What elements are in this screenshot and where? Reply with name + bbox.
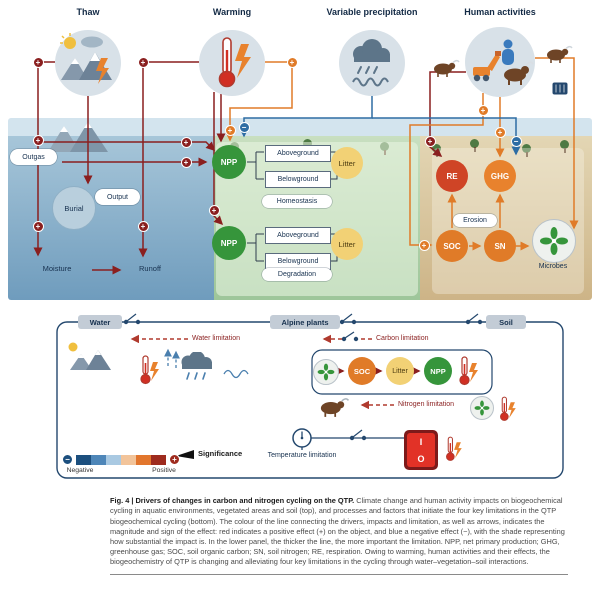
legend-swatch (106, 455, 121, 465)
effect-badge-positive: + (477, 104, 489, 116)
sn-node: SN (484, 230, 516, 262)
driver-label-human-activities: Human activities (464, 7, 536, 17)
driver-label-thaw: Thaw (76, 7, 100, 17)
effect-badge-positive: + (286, 56, 298, 68)
moisture-flux-arrows (164, 348, 249, 379)
thermometer-icon (138, 354, 164, 386)
power-switch-on-label: I (419, 436, 423, 447)
effect-badge-positive: + (32, 134, 44, 146)
effect-badge-positive: + (32, 56, 44, 68)
effect-badge-positive: + (418, 239, 430, 251)
litter-node: Litter (331, 147, 363, 179)
power-switch: I O (404, 430, 438, 470)
legend-swatch (76, 455, 91, 465)
output-node: Output (95, 189, 140, 205)
power-switch-off-label: O (417, 453, 425, 464)
legend-swatch (121, 455, 136, 465)
lower-panel-header-alpine-plants: Alpine plants (270, 315, 340, 329)
legend-positive-badge: + (169, 454, 180, 465)
microbes-icon (313, 359, 339, 385)
effect-badge-positive: + (32, 220, 44, 232)
carbon-limitation-label: Carbon limitation (376, 335, 429, 342)
circuit-switch-icons (123, 313, 483, 441)
effect-badge-negative: − (238, 121, 250, 133)
effect-badge-negative: − (510, 135, 522, 147)
erosion-label: Erosion (453, 214, 497, 227)
effect-badge-positive: + (180, 136, 192, 148)
mountains-icon (48, 122, 108, 152)
temperature-limitation-label: Temperature limitation (267, 452, 337, 459)
variable-precipitation-icon (339, 30, 405, 96)
yak-icon (316, 396, 350, 418)
tree-icon (470, 139, 480, 153)
mountain-sun-icon (66, 340, 114, 374)
npp-node: NPP (212, 226, 246, 260)
effect-badge-positive: + (224, 124, 236, 136)
driver-label-warming: Warming (212, 7, 252, 17)
legend-swatch (136, 455, 151, 465)
ghg-node: GHG (484, 160, 516, 192)
effect-badge-positive: + (137, 56, 149, 68)
litter-node: Litter (386, 357, 414, 385)
legend-swatch (151, 455, 166, 465)
figure-caption: Fig. 4 | Drivers of changes in carbon an… (110, 496, 568, 575)
rain-cloud-icon (176, 351, 222, 384)
tree-icon (522, 144, 532, 158)
lower-panel-header-water: Water (78, 315, 122, 329)
aboveground-node: Aboveground (265, 145, 331, 162)
lower-panel-header-soil: Soil (486, 315, 526, 329)
npp-node: NPP (212, 145, 246, 179)
legend-negative-label: Negative (66, 467, 94, 474)
burial-node: Burial (52, 186, 96, 230)
microbes-icon (532, 219, 576, 263)
effect-badge-positive: + (137, 220, 149, 232)
litter-node: Litter (331, 228, 363, 260)
soc-node: SOC (436, 230, 468, 262)
radiator-icon (552, 82, 568, 95)
microbes-label: Microbes (538, 263, 568, 270)
outgas-node: Outgas (10, 149, 57, 165)
effect-badge-positive: + (180, 156, 192, 168)
tree-icon (560, 140, 570, 154)
thaw-icon (55, 30, 121, 96)
nitrogen-limitation-label: Nitrogen limitation (398, 401, 455, 408)
npp-node: NPP (424, 357, 452, 385)
driver-label-variable-precipitation: Variable precipitation (326, 7, 418, 17)
degradation-label: Degradation (262, 268, 332, 281)
thermometer-icon (498, 394, 520, 424)
gauge-icon (292, 428, 312, 450)
effect-badge-positive: + (494, 126, 506, 138)
runoff-label: Runoff (139, 264, 161, 273)
legend-color-scale (76, 455, 166, 465)
human-activities-icon (465, 27, 535, 97)
microbes-icon (470, 396, 494, 420)
legend-positive-label: Positive (152, 467, 176, 474)
legend-significance-label: Significance (198, 449, 243, 458)
legend-swatch (91, 455, 106, 465)
figure-caption-body: Climate change and human activity impact… (110, 496, 565, 566)
water-limitation-label: Water limitation (192, 335, 240, 342)
limitation-arrows (130, 334, 394, 410)
figure-caption-title: Fig. 4 | Drivers of changes in carbon an… (110, 496, 355, 506)
re-node: RE (436, 160, 468, 192)
effect-badge-positive: + (424, 135, 436, 147)
aboveground-node: Aboveground (265, 227, 331, 244)
yak-icon (543, 44, 573, 64)
legend-negative-badge: − (62, 454, 73, 465)
effect-badge-positive: + (208, 204, 220, 216)
thermometer-icon (444, 434, 466, 464)
homeostasis-label: Homeostasis (262, 195, 332, 208)
thermometer-icon (456, 355, 484, 387)
significance-wedge-icon (176, 450, 194, 459)
yak-icon (430, 58, 460, 78)
warming-icon (199, 30, 265, 96)
soc-node: SOC (348, 357, 376, 385)
belowground-node: Belowground (265, 171, 331, 188)
moisture-label: Moisture (42, 264, 72, 273)
